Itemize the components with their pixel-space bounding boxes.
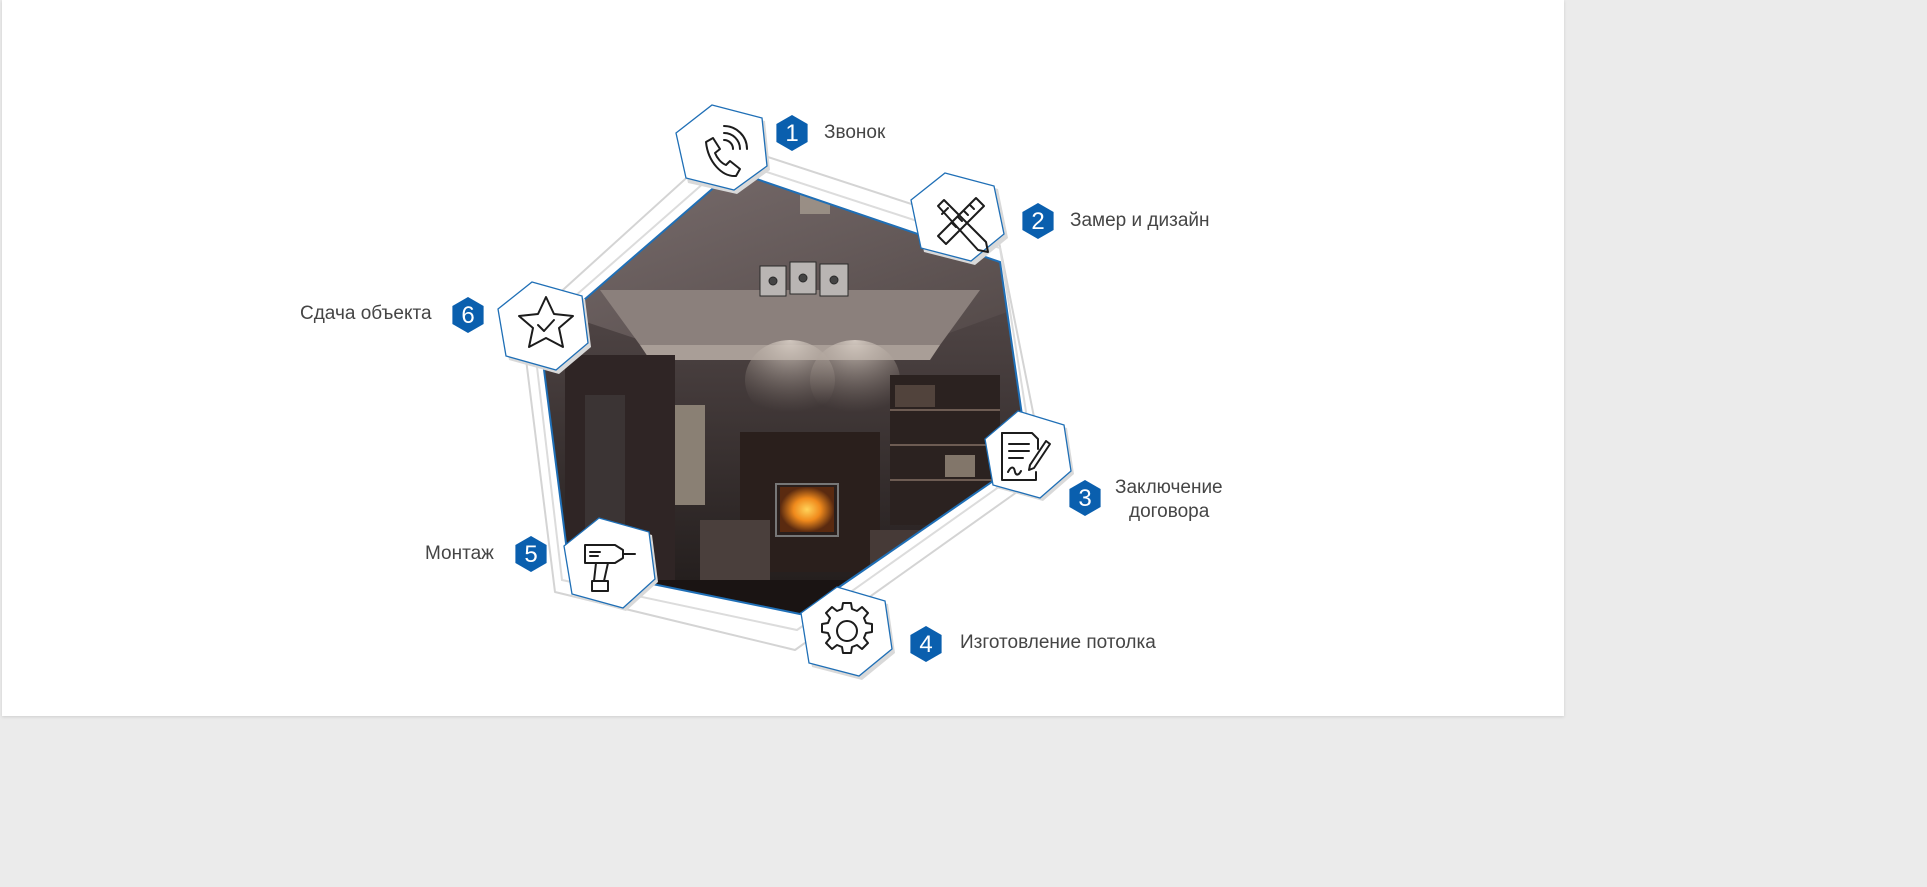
gear-icon <box>821 602 873 654</box>
badge-hexagon <box>515 536 547 572</box>
step-5-label: Монтаж <box>425 543 494 564</box>
step-3-badge: 3 <box>1069 480 1101 516</box>
step-6-hexagon[interactable] <box>497 281 591 374</box>
badge-number: 3 <box>1078 485 1091 512</box>
pencil-ruler-icon <box>937 197 989 253</box>
badge-hexagon <box>910 626 942 662</box>
step-badges: 1 2 3 4 5 6 <box>452 115 1101 662</box>
badge-number: 2 <box>1031 208 1044 235</box>
step-3-label-line-1: Заключение <box>1115 477 1223 498</box>
badge-hexagon <box>1069 480 1101 516</box>
badge-number: 1 <box>785 120 798 147</box>
step-3-hexagon[interactable] <box>984 410 1074 501</box>
badge-number: 6 <box>461 302 474 329</box>
badge-hexagon <box>776 115 808 151</box>
contract-signature-icon <box>1001 432 1051 481</box>
step-4-label: Изготовление потолка <box>960 632 1156 653</box>
process-diagram: 1 2 3 4 5 6 <box>452 104 1101 680</box>
phone-icon <box>705 125 748 178</box>
star-check-icon <box>518 296 574 348</box>
step-4-badge: 4 <box>910 626 942 662</box>
step-1-badge: 1 <box>776 115 808 151</box>
badge-hexagon <box>452 297 484 333</box>
step-6-badge: 6 <box>452 297 484 333</box>
step-3-label-line-2: договора <box>1129 501 1210 522</box>
step-5-badge: 5 <box>515 536 547 572</box>
step-5-hexagon[interactable] <box>563 517 658 611</box>
step-2-badge: 2 <box>1022 203 1054 239</box>
step-1-label: Звонок <box>824 122 886 143</box>
badge-number: 4 <box>919 631 932 658</box>
step-6-label: Сдача объекта <box>300 303 432 324</box>
step-2-hexagon[interactable] <box>910 172 1008 265</box>
badge-hexagon <box>1022 203 1054 239</box>
step-2-label: Замер и дизайн <box>1070 210 1210 231</box>
step-3-label: Заключение договора <box>1115 476 1223 524</box>
badge-number: 5 <box>524 541 537 568</box>
step-1-hexagon[interactable] <box>675 104 770 194</box>
drill-icon <box>584 544 636 592</box>
step-4-hexagon[interactable] <box>800 586 895 680</box>
